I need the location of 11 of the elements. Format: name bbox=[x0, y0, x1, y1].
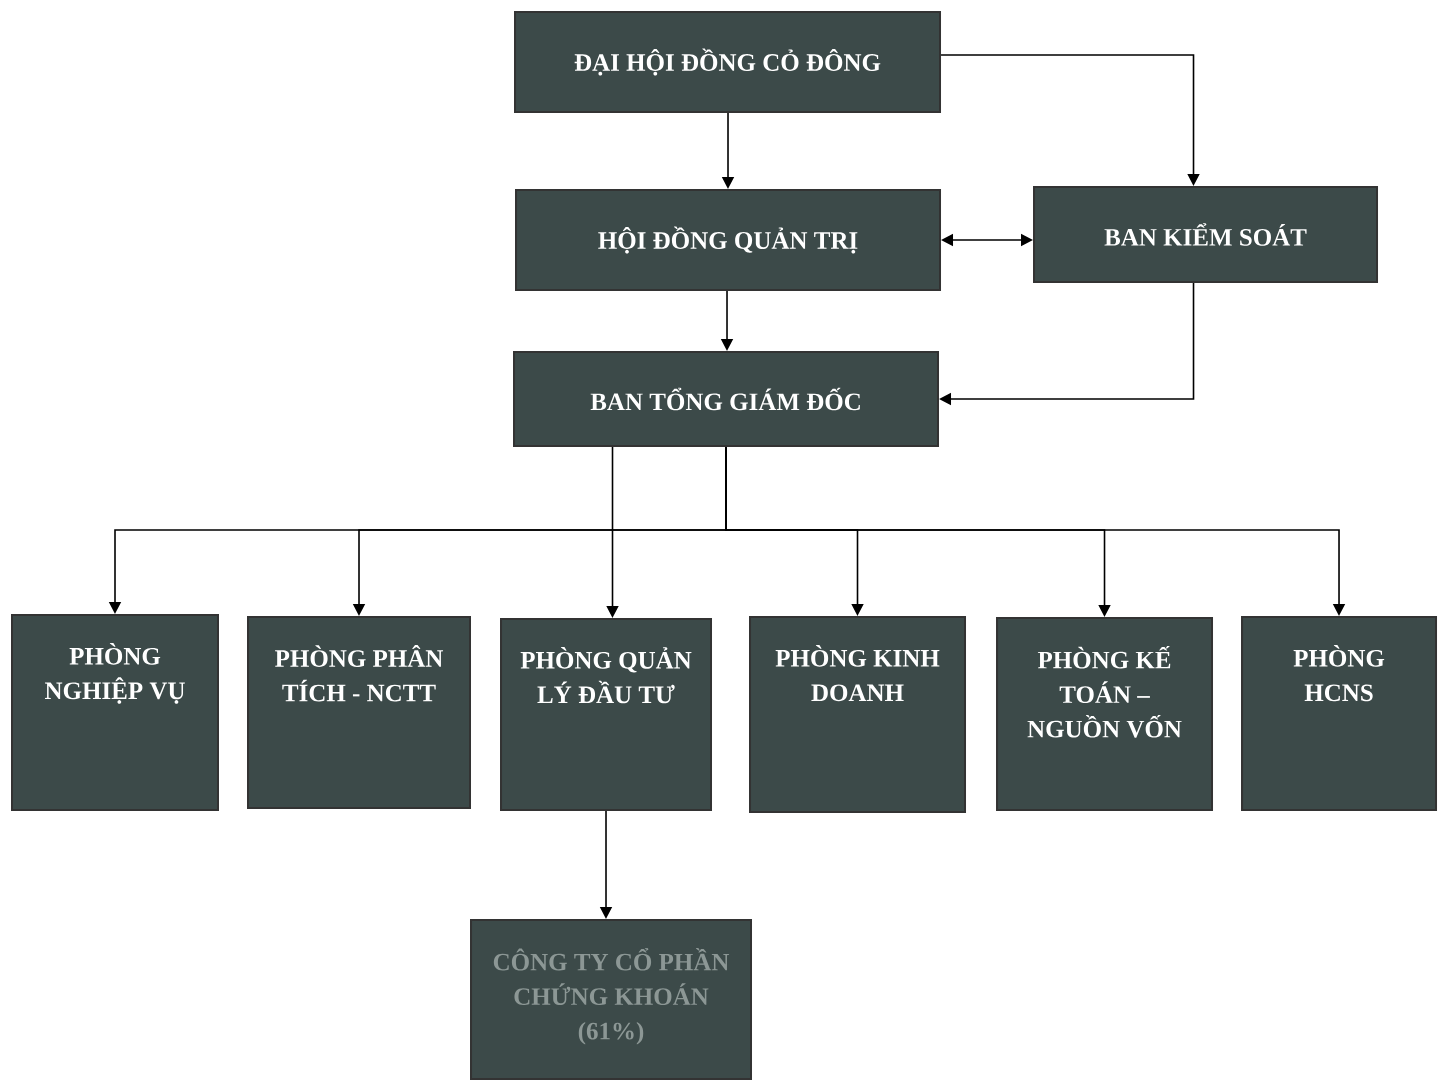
org-box: PHÒNG QUẢN LÝ ĐẦU TƯ bbox=[500, 618, 712, 811]
org-box: HỘI ĐỒNG QUẢN TRỊ bbox=[515, 189, 941, 291]
org-box: BAN TỔNG GIÁM ĐỐC bbox=[513, 351, 939, 447]
org-box: ĐẠI HỘI ĐỒNG CỎ ĐÔNG bbox=[514, 11, 941, 113]
org-box: BAN KIỂM SOÁT bbox=[1033, 186, 1378, 283]
org-box: PHÒNG PHÂN TÍCH - NCTT bbox=[247, 616, 471, 809]
org-box: CÔNG TY CỔ PHẦN CHỨNG KHOÁN (61%) bbox=[470, 919, 752, 1080]
org-box: PHÒNG KẾ TOÁN – NGUỒN VỐN bbox=[996, 617, 1213, 811]
org-box: PHÒNG KINH DOANH bbox=[749, 616, 966, 813]
org-box: PHÒNG NGHIỆP VỤ bbox=[11, 614, 219, 811]
org-box: PHÒNG HCNS bbox=[1241, 616, 1437, 811]
